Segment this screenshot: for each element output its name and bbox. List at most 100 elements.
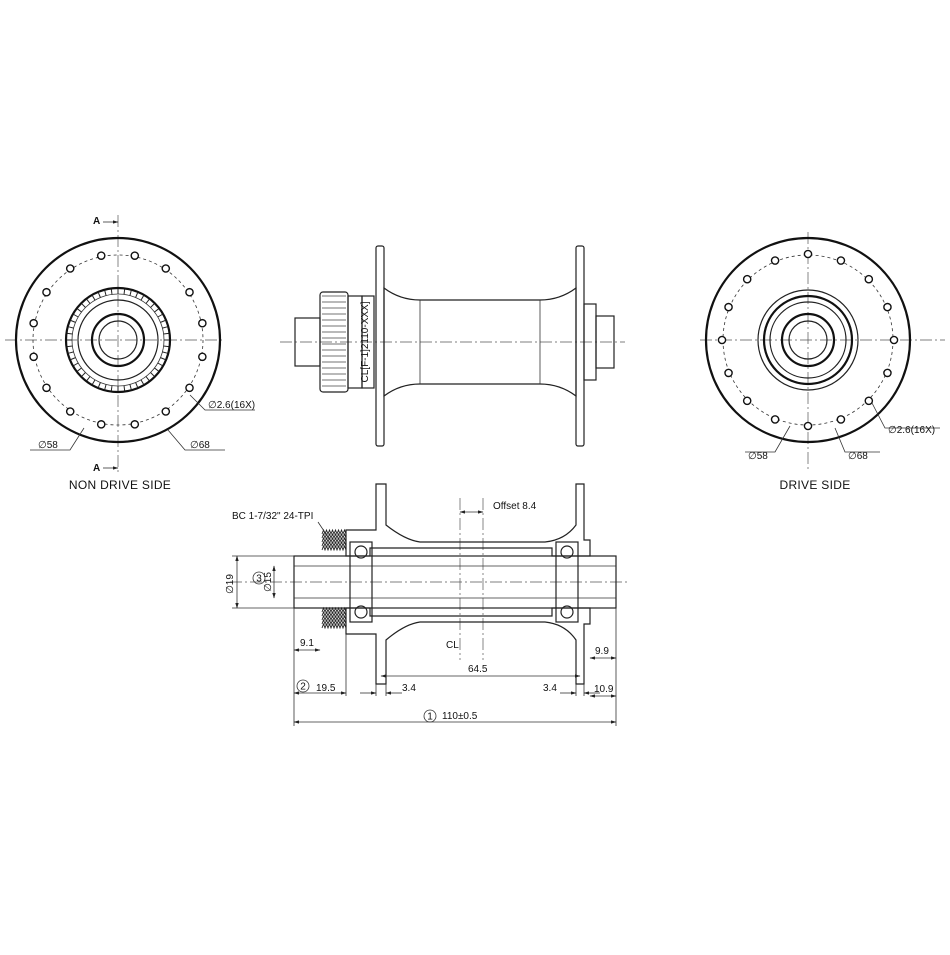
section-right-bearing xyxy=(555,541,579,623)
dim-3-4-left: 3.4 xyxy=(402,683,416,694)
thread-line xyxy=(321,528,347,536)
spline-tooth xyxy=(110,289,113,295)
right-body-outer xyxy=(757,289,859,391)
section-mark-bottom: A xyxy=(93,463,100,474)
bubble-1 xyxy=(423,709,437,723)
spoke-hole xyxy=(198,318,207,328)
spline-tooth xyxy=(154,367,159,372)
spoke-hole xyxy=(883,302,892,312)
spline-tooth xyxy=(81,303,86,308)
spline-tooth xyxy=(162,326,168,329)
spoke-hole xyxy=(185,383,194,393)
spoke-hole xyxy=(864,274,874,284)
dim-19-5: 19.5 xyxy=(316,683,336,694)
d15-label: ∅15 xyxy=(263,572,274,592)
bubble-3-label: 3 xyxy=(256,574,262,585)
spline-tooth xyxy=(145,376,150,381)
spoke-hole xyxy=(96,251,106,260)
thread-line xyxy=(321,532,347,540)
spoke-hole xyxy=(717,335,727,345)
right-bearing-ring xyxy=(769,301,847,379)
spline-tooth xyxy=(98,382,101,388)
right-hole-callout: ∅2.6(16X) xyxy=(888,425,935,436)
spoke-hole xyxy=(65,264,75,273)
thread-line xyxy=(321,610,347,618)
right-spoke-holes xyxy=(717,249,899,431)
spline-tooth xyxy=(162,351,168,354)
spline-tooth xyxy=(68,351,74,354)
right-d68-callout: ∅68 xyxy=(848,451,868,462)
spline-tooth xyxy=(123,289,126,295)
spline-tooth xyxy=(104,384,107,390)
section-thread-bottom xyxy=(321,606,347,630)
thread-line xyxy=(321,606,347,614)
spline-tooth xyxy=(135,292,138,298)
spline-tooth xyxy=(67,345,73,348)
spline-tooth xyxy=(77,308,82,313)
dim-64-5: 64.5 xyxy=(468,664,488,675)
bubble-3 xyxy=(252,571,266,585)
spline-tooth xyxy=(150,372,155,377)
spoke-hole xyxy=(96,420,106,429)
spoke-hole xyxy=(42,383,51,393)
spline-tooth xyxy=(67,332,73,335)
spline-tooth xyxy=(70,357,76,360)
spoke-hole xyxy=(65,407,75,416)
spline-tooth xyxy=(145,299,150,304)
side-lockring-text: CL[F-1]2110-XXX] xyxy=(360,301,371,382)
dim-9-1: 9.1 xyxy=(300,638,314,649)
right-d68-leader xyxy=(834,427,880,453)
spoke-hole xyxy=(770,256,780,265)
spoke-hole xyxy=(161,264,171,273)
left-d68-leader xyxy=(167,429,225,451)
dim-10-9: 10.9 xyxy=(594,684,614,695)
drive-side-view: ∅2.6(16X) ∅58 ∅68 DRIVE SIDE xyxy=(700,232,945,492)
spline-tooth xyxy=(135,382,138,388)
spline-tooth xyxy=(92,295,96,301)
non-drive-side-view: A A ∅2.6(16X) ∅58 ∅68 NON DRIVE SIDE xyxy=(5,215,255,492)
spline-tooth xyxy=(160,320,166,323)
spoke-hole xyxy=(724,368,733,378)
thread-leader xyxy=(317,521,331,541)
spline-tooth xyxy=(129,290,132,296)
spline-tooth xyxy=(150,303,155,308)
spoke-hole xyxy=(836,256,846,265)
spoke-hole xyxy=(185,287,194,297)
spline-tooth xyxy=(104,290,107,296)
spoke-hole xyxy=(864,396,874,406)
left-d68-callout: ∅68 xyxy=(190,440,210,451)
bubble-2 xyxy=(296,679,310,693)
left-lockring-inner xyxy=(77,299,159,381)
offset-label: Offset 8.4 xyxy=(493,501,537,512)
spline-tooth xyxy=(70,320,76,323)
spoke-hole xyxy=(742,396,752,406)
spoke-hole xyxy=(724,302,733,312)
spoke-hole xyxy=(803,421,813,431)
spoke-hole xyxy=(130,420,140,429)
centerline-label: CL xyxy=(446,640,459,651)
spoke-hole xyxy=(198,352,207,362)
spline-tooth xyxy=(77,367,82,372)
left-centerlock-teeth xyxy=(67,289,169,391)
left-d58-callout: ∅58 xyxy=(38,440,58,451)
side-right-flange xyxy=(575,245,585,447)
bubble-2-label: 2 xyxy=(300,682,306,693)
left-hole-leader xyxy=(189,394,255,411)
spline-tooth xyxy=(154,308,159,313)
dim-3-4-right: 3.4 xyxy=(543,683,557,694)
spline-tooth xyxy=(92,379,96,385)
left-d58-leader xyxy=(30,427,85,451)
dim-9-9: 9.9 xyxy=(595,646,609,657)
right-body-ring xyxy=(762,294,854,386)
spline-tooth xyxy=(110,385,113,391)
spline-tooth xyxy=(140,379,144,385)
right-flange-outer xyxy=(704,236,912,444)
left-hole-callout: ∅2.6(16X) xyxy=(208,400,255,411)
right-axle-bore xyxy=(788,320,828,360)
spline-tooth xyxy=(140,295,144,301)
right-axle-end xyxy=(780,312,836,368)
section-shell-top xyxy=(345,483,591,557)
d19-label: ∅19 xyxy=(225,574,236,594)
section-axle xyxy=(293,555,617,609)
